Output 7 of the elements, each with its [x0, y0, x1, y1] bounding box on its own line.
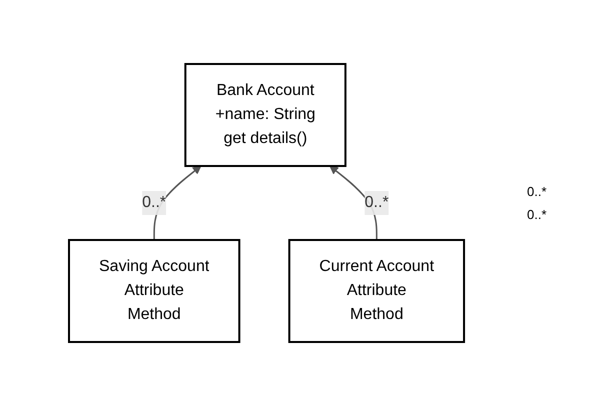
multiplicity-label: 0..* — [527, 184, 548, 198]
multiplicity-label: 0..* — [527, 206, 548, 222]
edge-label: 0..* — [364, 194, 389, 210]
node-box: Bank Account +name: String get details() — [184, 62, 346, 166]
node-box: Current Account Attribute Method — [288, 238, 466, 342]
edge-label: 0..* — [142, 194, 166, 210]
node-box: Saving Account Attribute Method — [68, 238, 240, 342]
